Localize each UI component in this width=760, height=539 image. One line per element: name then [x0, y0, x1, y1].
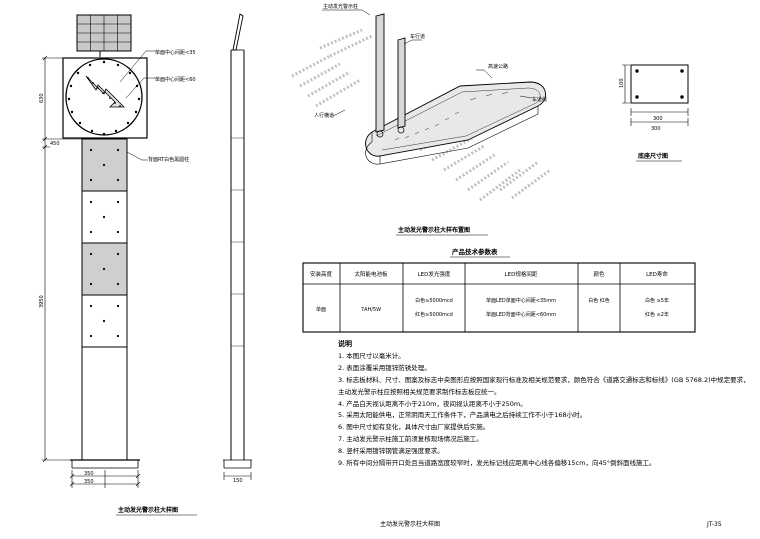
note-item: 4. 产品白天视认距离不小于210m，夜间视认距离不小于250m。: [338, 399, 527, 408]
table-header: 颜色: [593, 270, 605, 278]
elevation-label: 单面中心间距<60: [155, 76, 196, 83]
table-cell: 红色 ≥2年: [645, 311, 669, 318]
note-item: 1. 本图尺寸以毫米计。: [338, 351, 405, 360]
side-elevation: [223, 13, 252, 480]
perspective-label: 人行横道: [314, 112, 334, 119]
post-3d: [375, 13, 406, 138]
page-number: JT-35: [706, 521, 722, 528]
notes-block: 说明 1. 本图尺寸以毫米计。 2. 表面涂覆采用镀锌防锈处理。 3. 标志板材…: [338, 339, 753, 470]
dim-label: 300: [653, 116, 663, 122]
island: [365, 81, 546, 165]
post-body: [70, 138, 140, 469]
dim-label: 350: [84, 471, 94, 477]
dim-label: 3950: [39, 295, 45, 308]
elevation-label: 背面RT白色黑圆柱: [148, 156, 189, 163]
note-item: 5. 采用太阳能供电，正常阴雨天工作条件下，产品满电之后持续工作不小于168小时…: [338, 411, 587, 420]
table-header: 安装高度: [310, 270, 333, 278]
note-item: 8. 竖杆采用镀锌钢管满足强度要求。: [338, 447, 444, 456]
table-cell: 红色≥5000mcd: [415, 311, 453, 318]
table-cell: 单面LED背面中心间距<60mm: [486, 311, 556, 318]
perspective-label: 主动发光警示柱: [323, 3, 358, 10]
table-title: 产品技术参数表: [452, 247, 498, 256]
post-dots: [89, 148, 120, 338]
notes-title: 说明: [338, 340, 352, 348]
foundation-labels: 100 300 300 底座尺寸图: [619, 78, 682, 162]
perspective-view: [291, 9, 551, 202]
perspective-label: 车行道: [410, 33, 425, 40]
front-elevation: [42, 14, 156, 488]
perspective-label: 车道线: [532, 96, 547, 103]
table-cell: 单面: [316, 306, 326, 313]
dimension-lines-left: [42, 55, 82, 463]
spec-table: 产品技术参数表 安装高度 太阳能电池板 LED发光强度 LED规格间距 颜色 L…: [302, 247, 696, 333]
solar-panel-icon: [76, 14, 132, 57]
table-cell: 单面LED单面中心间距<35mm: [486, 297, 556, 304]
table-header: LED规格间距: [505, 270, 538, 278]
table-cell: 白色 红色: [588, 297, 610, 304]
table-header: LED发光强度: [418, 270, 451, 278]
note-item: 2. 表面涂覆采用镀锌防锈处理。: [338, 363, 431, 372]
note-item: 3. 标志板材料、尺寸、图案及标志中央图形应按照国家现行标准及相关规范要求，颜色…: [338, 375, 750, 396]
dim-label: 450: [50, 141, 60, 147]
dim-label: 300: [651, 126, 661, 132]
note-item: 6. 图中尺寸如有变化，具体尺寸由厂家提供后实施。: [338, 423, 490, 432]
table-header: 太阳能电池板: [354, 270, 388, 278]
sign-panel: [62, 57, 148, 139]
perspective-labels: 主动发光警示柱 车行道 高速公路 车道线 人行横道 主动发光警示柱大样布置图: [314, 3, 547, 236]
foundation-plan: [622, 64, 689, 126]
dim-label: 350: [84, 479, 94, 485]
table-header: LED寿命: [646, 270, 668, 278]
footer-caption: 主动发光警示柱大样图: [380, 520, 440, 528]
side-dim-label: 150: [233, 478, 243, 484]
perspective-caption: 主动发光警示柱大样布置图: [398, 226, 470, 234]
led-dots: [67, 60, 141, 136]
table-cell: 白色 ≥5年: [645, 297, 669, 304]
table-cell: 7AH/5W: [361, 307, 381, 313]
table-cell: 白色≥5000mcd: [415, 297, 453, 304]
dim-label: 100: [619, 78, 625, 88]
note-item: 7. 主动发光警示柱施工前须复核现场情况后施工。: [338, 435, 483, 444]
elevation-caption: 主动发光警示柱大样图: [118, 506, 178, 514]
foundation-caption: 底座尺寸图: [638, 152, 668, 160]
note-item: 9. 所有中间分隔带开口处且当道路宽度较窄时，发光标记线应距离中心线各偏移15c…: [338, 459, 656, 468]
elevation-label: 单面中心间距<35: [155, 49, 196, 56]
dimension-lines-bottom: [69, 470, 141, 488]
dim-label: 630: [39, 93, 45, 103]
elevation-labels: 单面中心间距<35 单面中心间距<60 背面RT白色黑圆柱 450 630 39…: [39, 49, 197, 516]
perspective-label: 高速公路: [488, 63, 508, 70]
